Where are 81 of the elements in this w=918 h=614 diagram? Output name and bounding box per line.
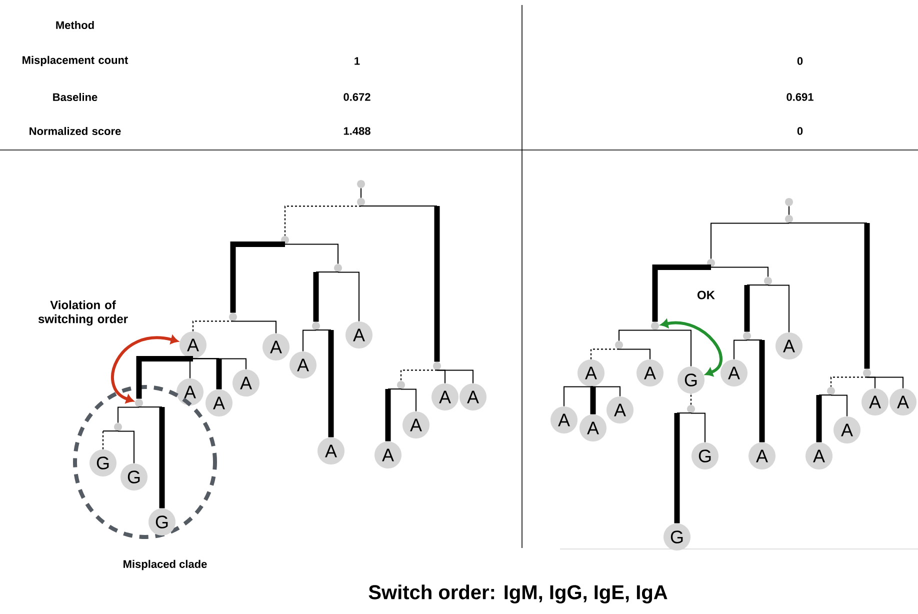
table-text: 0.672 bbox=[344, 93, 370, 101]
curved-arrow bbox=[111, 335, 178, 404]
branch-line bbox=[746, 340, 765, 442]
tree-dot bbox=[312, 322, 320, 330]
branch-line bbox=[192, 320, 233, 332]
branch-line bbox=[284, 206, 361, 236]
branch-line bbox=[400, 388, 416, 412]
branch-line bbox=[674, 412, 692, 524]
caption-text: Switch order: IgM, IgG, IgE, IgA bbox=[368, 584, 668, 604]
branch-line bbox=[744, 284, 768, 332]
branch-line bbox=[654, 330, 692, 367]
branch-line bbox=[192, 358, 246, 370]
branch-line bbox=[360, 188, 362, 198]
tree-dot bbox=[785, 215, 793, 223]
tree-dot bbox=[229, 313, 237, 321]
table-text: 0 bbox=[797, 127, 803, 135]
branch-line bbox=[816, 394, 832, 442]
branch-line bbox=[400, 370, 437, 381]
node-label: Misplaced clade bbox=[124, 560, 207, 570]
branch-line bbox=[118, 406, 140, 424]
branch-line bbox=[768, 284, 790, 333]
table-text: Normalized score bbox=[30, 126, 121, 136]
table-text: 1.488 bbox=[344, 127, 370, 135]
branch-line bbox=[302, 330, 316, 352]
branch-line bbox=[385, 388, 402, 442]
branch-line bbox=[788, 222, 870, 369]
annotation-text: Violation of switching order bbox=[38, 300, 128, 326]
tree-dot bbox=[433, 362, 441, 370]
tree-dot bbox=[743, 332, 751, 340]
branch-line bbox=[284, 244, 338, 264]
branch-line bbox=[830, 376, 867, 387]
branch-line bbox=[590, 386, 596, 414]
tree-dot bbox=[707, 259, 715, 267]
branch-line bbox=[618, 330, 656, 342]
tree-dot bbox=[135, 399, 143, 407]
tree-dot bbox=[863, 369, 871, 377]
tree-dot bbox=[687, 405, 695, 413]
tree-dot bbox=[114, 423, 122, 431]
table-text: 0.691 bbox=[786, 93, 814, 101]
tree-dot bbox=[397, 381, 405, 389]
branch-line bbox=[564, 386, 592, 407]
branch-line bbox=[230, 241, 285, 313]
branch-line bbox=[338, 272, 360, 322]
branch-line bbox=[360, 206, 440, 362]
branch-line bbox=[590, 348, 619, 360]
tree-dot bbox=[615, 341, 623, 349]
table-text: 1 bbox=[354, 57, 360, 65]
branch-line bbox=[710, 222, 790, 260]
branch-line bbox=[690, 393, 692, 405]
table-text: Method bbox=[56, 20, 94, 30]
table-text: Baseline bbox=[53, 92, 98, 102]
branch-line bbox=[192, 358, 222, 390]
branch-line bbox=[710, 266, 768, 278]
branch-line bbox=[734, 340, 748, 360]
table-text: 0 bbox=[797, 57, 803, 65]
tree-dot bbox=[357, 198, 365, 206]
branch-line bbox=[866, 376, 904, 389]
branch-line bbox=[690, 412, 706, 443]
tree-dot bbox=[785, 198, 793, 206]
tree-dot bbox=[281, 236, 289, 244]
branch-line bbox=[788, 206, 790, 216]
branch-line bbox=[830, 394, 848, 417]
branch-line bbox=[316, 330, 334, 438]
branch-line bbox=[232, 320, 276, 334]
branch-line bbox=[118, 430, 134, 464]
tree-dot bbox=[357, 180, 365, 188]
tree-dot bbox=[334, 264, 342, 272]
branch-line bbox=[652, 264, 711, 322]
annotation-text: OK bbox=[698, 290, 715, 300]
tree-dot bbox=[827, 387, 835, 395]
tree-dot bbox=[764, 277, 772, 285]
branch-line bbox=[136, 356, 193, 399]
branch-line bbox=[313, 272, 338, 322]
branch-line bbox=[102, 430, 118, 450]
branch-line bbox=[138, 406, 165, 508]
curved-arrow bbox=[660, 319, 722, 376]
branch-line bbox=[618, 348, 650, 360]
branch-line bbox=[590, 386, 620, 397]
tree-dot bbox=[651, 322, 659, 330]
table-text: Misplacement count bbox=[22, 56, 128, 66]
branch-line bbox=[436, 370, 474, 384]
